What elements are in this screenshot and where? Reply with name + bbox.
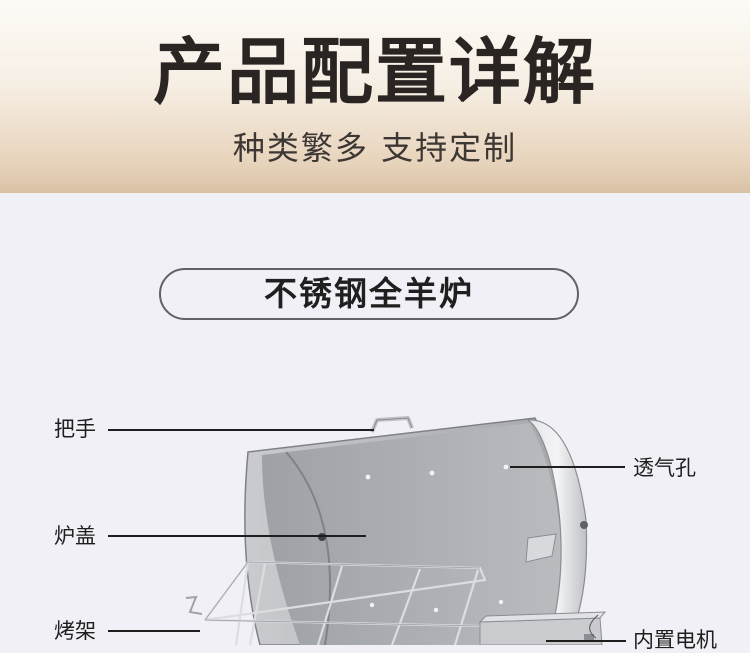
vent-hole	[433, 607, 439, 613]
page-subtitle: 种类繁多 支持定制	[232, 129, 518, 167]
callout-vent-label: 透气孔	[633, 456, 696, 480]
callout-motor-label: 内置电机	[633, 628, 717, 652]
callout-lid-line	[108, 535, 366, 537]
spit-bracket	[525, 533, 557, 563]
vent-hole	[429, 470, 435, 476]
callout-lid-label: 炉盖	[54, 524, 96, 548]
vent-hole	[503, 464, 509, 470]
callout-rack-label: 烤架	[54, 619, 96, 643]
callout-handle-label: 把手	[54, 417, 96, 441]
callout-motor-line	[546, 640, 626, 642]
motor-wire	[589, 614, 599, 639]
crank	[185, 595, 203, 615]
lid-curve	[285, 451, 332, 645]
endcap-knob	[580, 521, 588, 529]
callout-handle-line	[108, 429, 374, 431]
vent-hole	[498, 599, 504, 605]
motor-box	[478, 611, 607, 645]
callout-rack-line	[108, 630, 200, 632]
vent-hole	[365, 474, 371, 480]
lid-inner	[262, 423, 562, 645]
product-name: 不锈钢全羊炉	[264, 274, 474, 313]
page-title: 产品配置详解	[152, 30, 597, 114]
header-banner	[0, 0, 750, 193]
vent-hole	[369, 602, 375, 608]
callout-vent-line	[510, 466, 625, 468]
product-name-pill	[159, 268, 579, 320]
